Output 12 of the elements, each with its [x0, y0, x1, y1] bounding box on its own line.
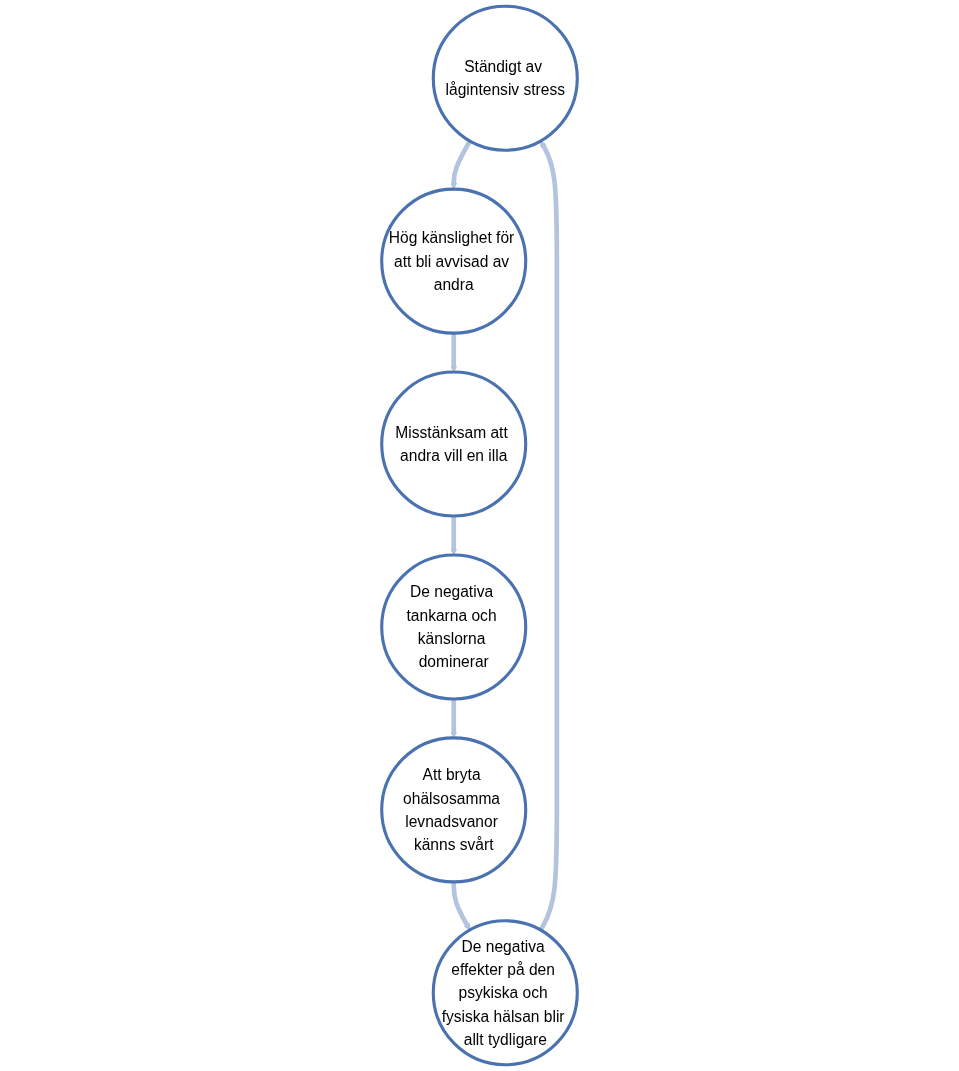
node-circle: Misstänksam att andra vill en illa: [380, 370, 528, 518]
node-circle: De negativa tankarna och känslorna dominerar: [380, 553, 528, 701]
arrow: [450, 516, 458, 556]
node-circle: Hög känslighet för att bli avvisad av andra: [380, 187, 528, 335]
node-circle: De negativa effekter på den psykiska och fysiska hälsan blir allt tydligare: [431, 919, 579, 1067]
arrow: [450, 698, 458, 739]
node-circle: Ständigt av lågintensiv stress: [431, 4, 579, 152]
node-circle: Att bryta ohälsosamma levnadsvanor känns svårt: [380, 736, 528, 884]
arrow: [450, 139, 472, 190]
arrow: [451, 881, 471, 931]
arrow: [538, 140, 560, 932]
arrow: [450, 333, 458, 373]
